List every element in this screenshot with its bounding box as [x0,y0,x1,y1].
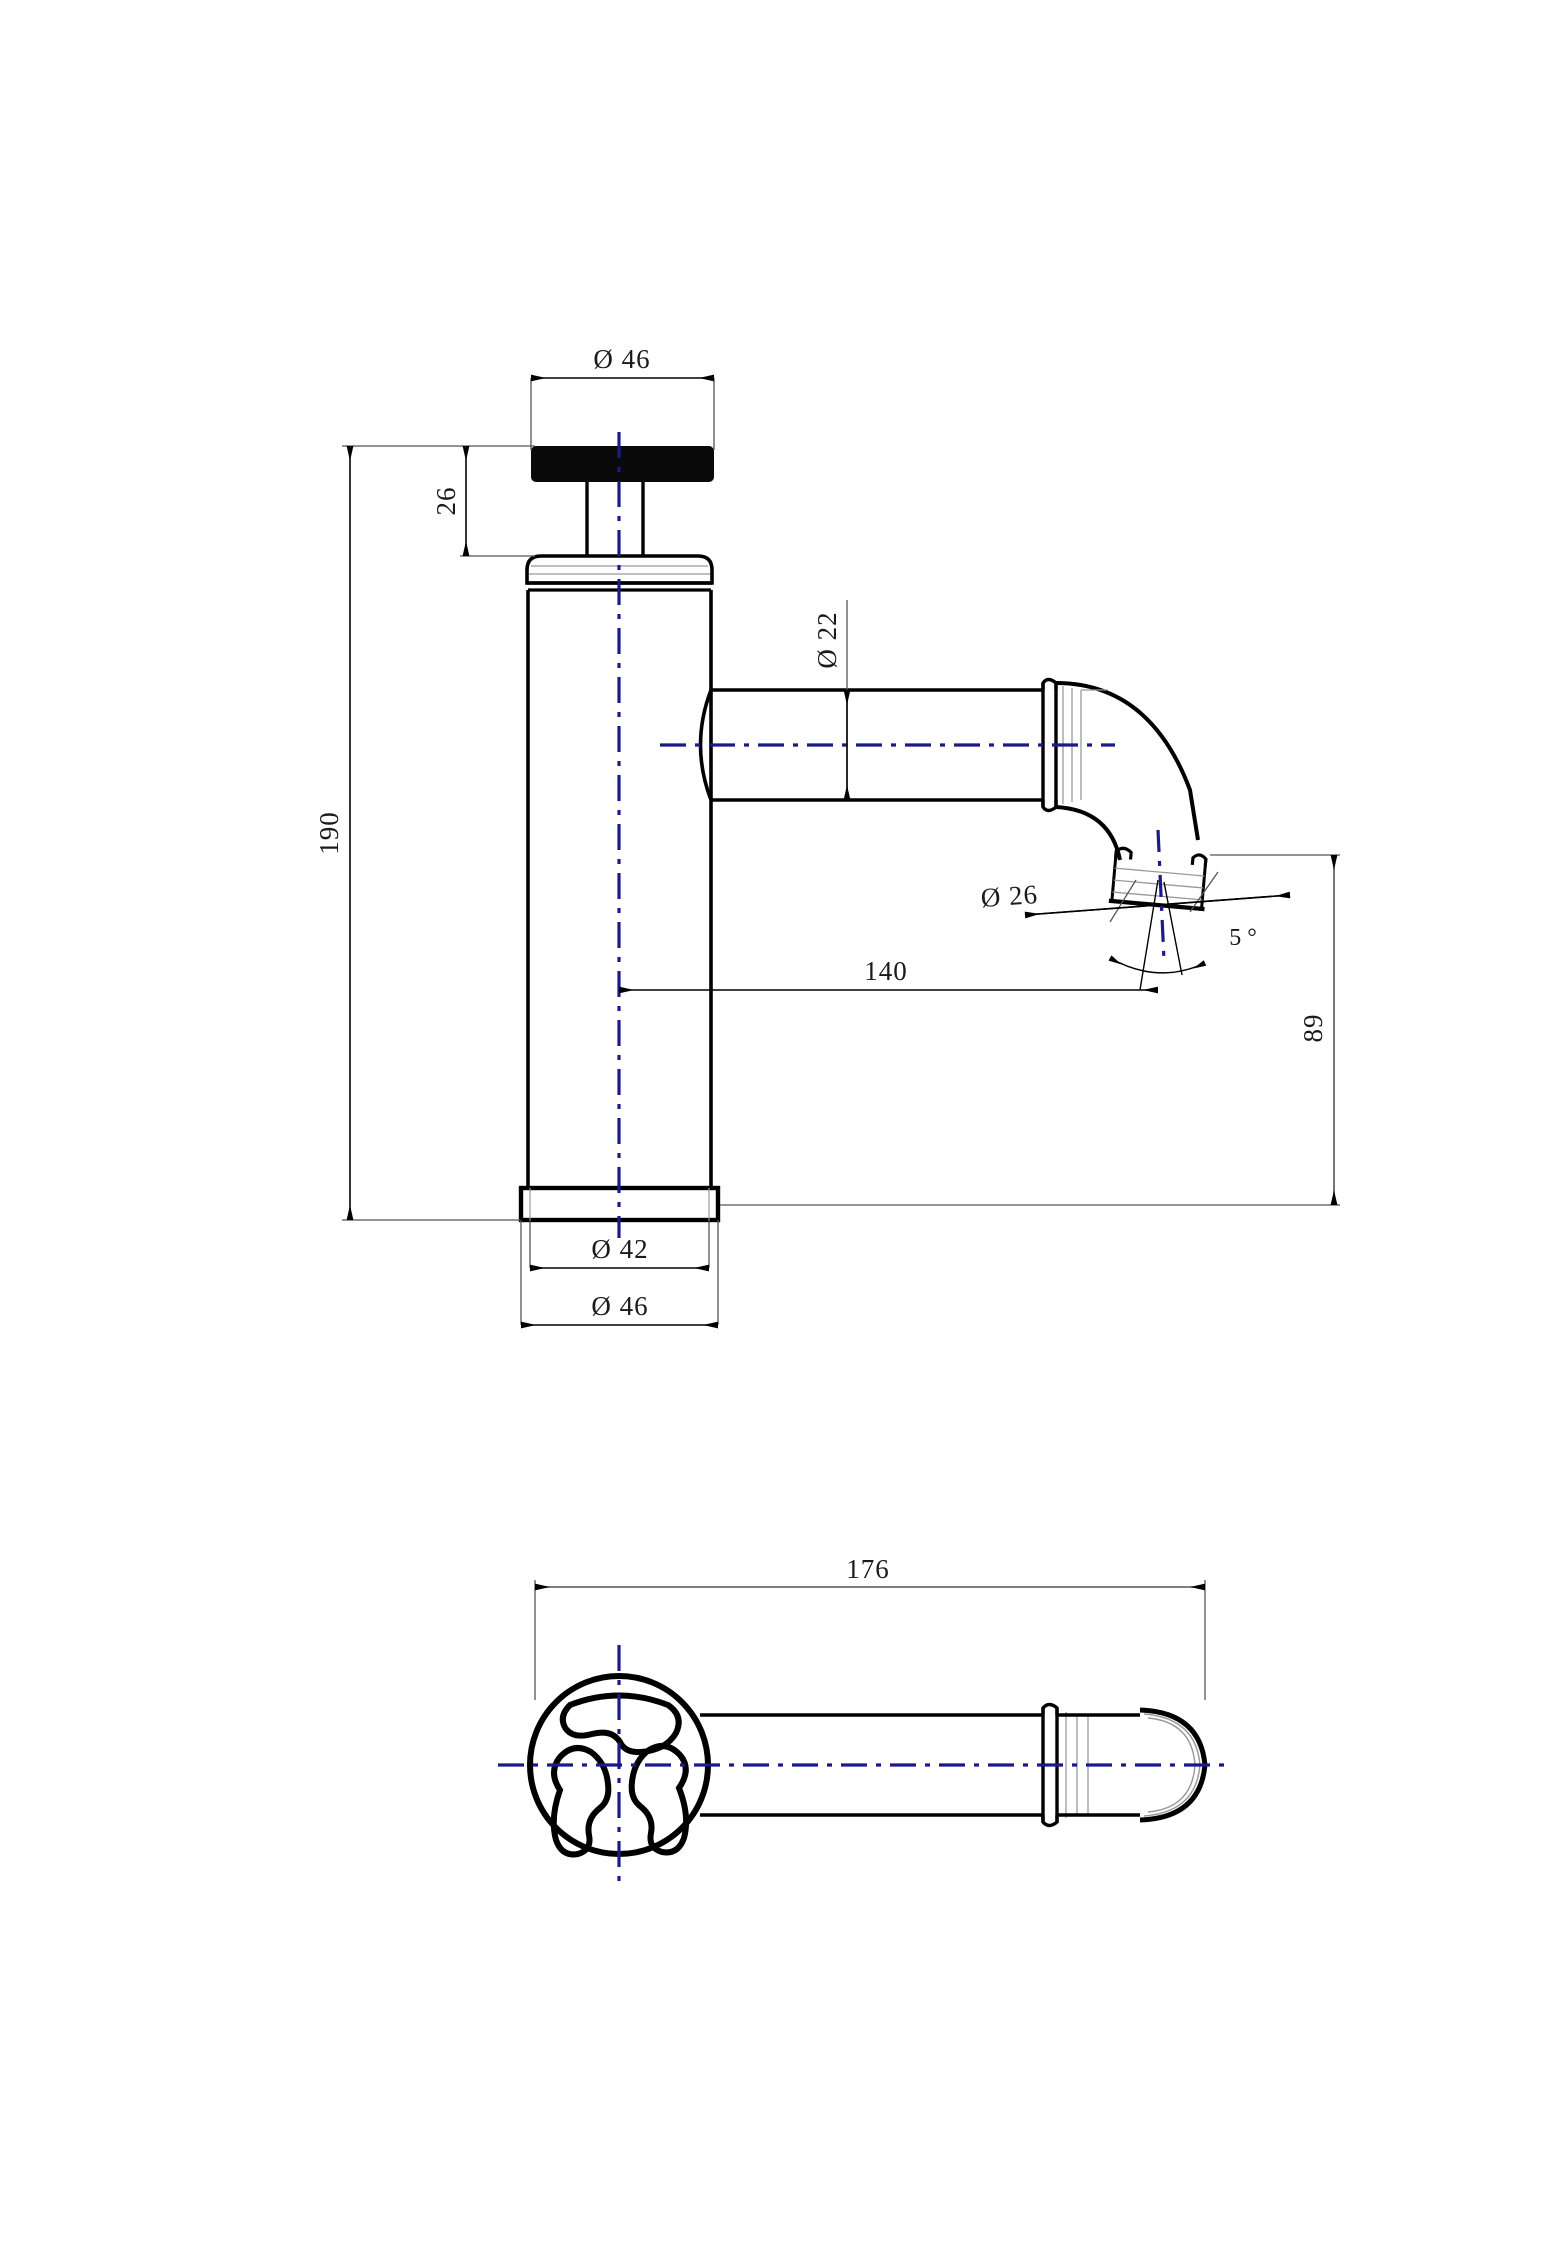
spout-elbow [1055,681,1200,861]
spout-tube [698,688,1043,802]
centerlines-plan [498,1645,1232,1885]
dimension-labels: Ø 46 26 190 Ø 22 Ø 26 5 ° 140 89 Ø 42 Ø … [314,344,1328,1584]
plan-outlet-end [1057,1707,1208,1823]
front-view-dimensions [342,374,1340,1329]
dim-plan-overall-length [534,1580,1206,1700]
dim-overall-height [342,445,520,1221]
label-overall-height: 190 [314,811,344,855]
label-handle-height: 26 [431,487,461,516]
front-elevation-view [518,432,1208,1238]
dim-base-diameter-outer [520,1220,719,1329]
label-plan-overall-length: 176 [846,1554,890,1584]
centerlines-front [617,432,1166,1238]
label-spout-diameter: Ø 22 [812,611,842,668]
plan-spout-tube [700,1713,1043,1817]
dim-outlet-angle [1108,879,1207,991]
handle-cap [531,446,714,482]
label-base-diameter-outer: Ø 46 [591,1291,648,1321]
dim-outlet-diameter [1024,871,1291,923]
plan-view-dimensions [534,1580,1206,1700]
dim-handle-diameter-top [530,374,715,450]
dim-base-diameter-inner [529,1220,710,1272]
top-plan-view [498,1645,1232,1885]
label-spout-height: 89 [1298,1014,1328,1043]
dim-handle-height [440,445,535,557]
label-spout-reach: 140 [864,956,908,986]
label-handle-diameter-top: Ø 46 [593,344,650,374]
dim-spout-height [720,854,1340,1206]
label-base-diameter-inner: Ø 42 [591,1234,648,1264]
handle-stem [585,482,645,556]
label-outlet-angle: 5 ° [1229,925,1257,951]
label-outlet-diameter: Ø 26 [980,879,1039,913]
